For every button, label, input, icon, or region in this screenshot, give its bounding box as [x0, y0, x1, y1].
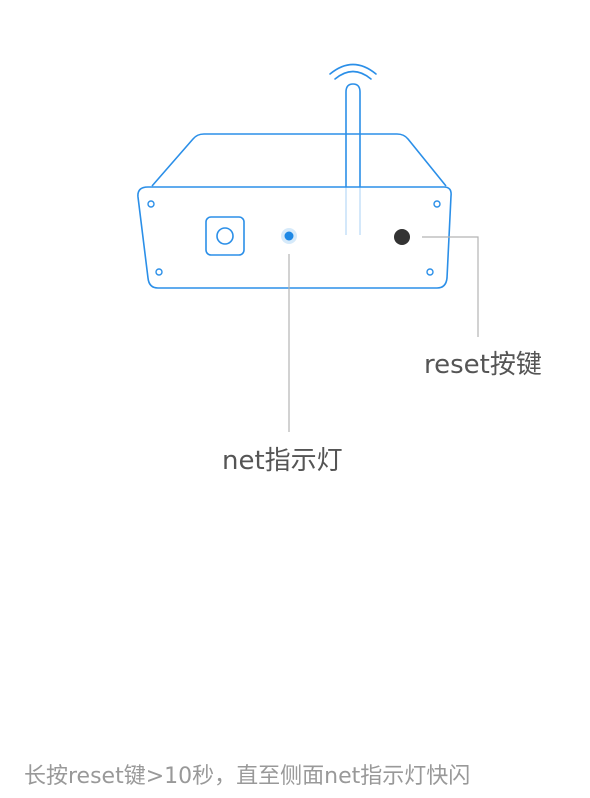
reset-button-label: reset按键	[424, 350, 542, 380]
reset-button	[394, 229, 410, 245]
router-illustration	[137, 63, 479, 432]
screws	[147, 200, 441, 276]
screw-top-left	[147, 200, 155, 208]
screw-bottom-right	[426, 268, 434, 276]
antenna	[345, 83, 361, 235]
screw-bottom-left	[155, 268, 163, 276]
net-led	[284, 231, 294, 241]
reset-leader-line	[422, 236, 479, 337]
router-top-face	[151, 133, 447, 187]
reset-instruction-text: 长按reset键>10秒，直至侧面net指示灯快闪	[24, 764, 471, 789]
screw-top-right	[433, 200, 441, 208]
net-indicator-label: net指示灯	[222, 446, 343, 476]
power-button	[205, 216, 245, 256]
wifi-signal-icon	[329, 63, 377, 80]
router-front-face	[137, 186, 452, 289]
